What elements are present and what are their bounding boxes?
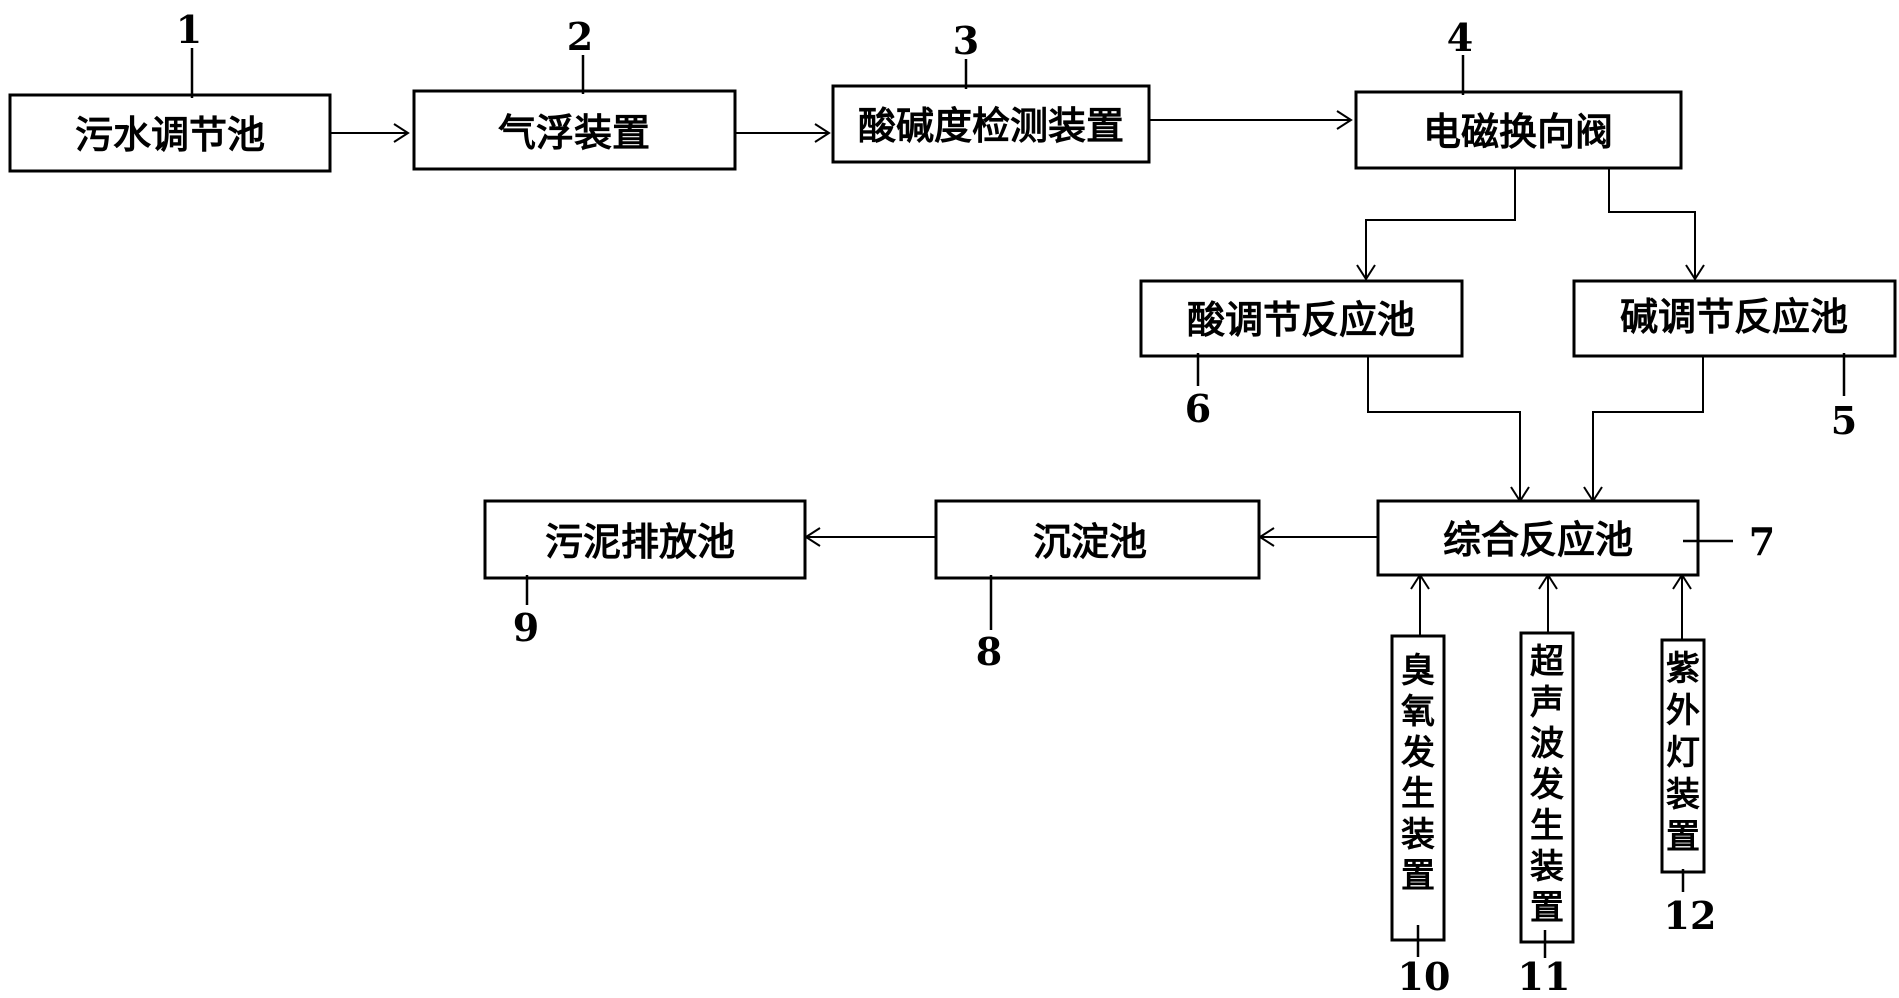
edge-n6-n7 [1367,356,1530,503]
edge-n12-n7 [1672,573,1692,640]
label-glyph: 声 [1530,683,1564,723]
node-label: 臭氧发生装置 [1401,651,1435,896]
ref-number-9: 9 [513,605,539,650]
edge-n3-n4 [1149,110,1353,130]
leader-lines [190,48,1846,958]
edge-n1-n2 [330,123,410,143]
node-n2: 气浮装置 [412,89,737,171]
label-glyph: 超 [1530,642,1565,682]
edge-n2-n3 [735,123,831,143]
edge-n7-n8 [1258,527,1377,547]
ref-number-12: 12 [1664,893,1717,938]
node-label: 污水调节池 [75,113,265,157]
ref-number-5: 5 [1831,398,1857,443]
ref-number-8: 8 [976,629,1002,674]
node-n12: 紫外灯装置 [1660,638,1706,874]
ref-number-3: 3 [953,18,979,63]
node-label: 污泥排放池 [545,520,735,564]
label-glyph: 置 [1530,888,1564,928]
edge-n4-n6 [1356,168,1516,281]
edge-n5-n7 [1583,356,1704,503]
label-glyph: 装 [1401,815,1435,855]
label-glyph: 装 [1666,775,1700,815]
node-n1: 污水调节池 [8,93,332,173]
node-label: 沉淀池 [1033,520,1147,564]
label-glyph: 发 [1530,765,1564,805]
node-label: 紫外灯装置 [1666,649,1700,857]
ref-number-2: 2 [567,14,593,59]
reference-numbers: 1 2 3 4 5 6 7 8 9 10 11 12 [176,7,1857,998]
label-glyph: 置 [1401,856,1435,896]
node-n6: 酸调节反应池 [1139,279,1464,358]
node-label: 综合反应池 [1443,518,1633,562]
ref-number-7: 7 [1749,519,1775,564]
ref-number-10: 10 [1398,954,1451,998]
node-label: 酸调节反应池 [1187,298,1415,342]
node-n9: 污泥排放池 [483,499,807,580]
label-glyph: 紫 [1666,649,1700,689]
node-n5: 碱调节反应池 [1572,279,1897,358]
node-label: 碱调节反应池 [1620,295,1848,339]
label-glyph: 发 [1401,733,1435,773]
label-glyph: 臭 [1401,651,1435,691]
node-n7: 综合反应池 [1376,499,1700,577]
label-glyph: 氧 [1401,692,1435,732]
label-glyph: 生 [1401,774,1435,814]
ref-number-6: 6 [1185,386,1211,431]
ref-number-1: 1 [176,7,202,52]
ref-number-11: 11 [1518,954,1571,998]
label-glyph: 置 [1666,817,1700,857]
label-glyph: 生 [1530,806,1564,846]
node-n10: 臭氧发生装置 [1390,634,1446,942]
node-n4: 电磁换向阀 [1354,90,1683,170]
node-label: 超声波发生装置 [1530,642,1565,928]
node-label: 电磁换向阀 [1423,110,1613,154]
edge-n11-n7 [1538,573,1558,633]
node-n11: 超声波发生装置 [1519,631,1575,944]
node-label: 酸碱度检测装置 [858,104,1124,148]
node-n8: 沉淀池 [934,499,1261,580]
connectors [330,110,1705,640]
edge-n8-n9 [804,527,935,547]
edge-n4-n5 [1608,168,1705,281]
node-label: 气浮装置 [498,111,650,155]
edge-n10-n7 [1410,573,1430,636]
label-glyph: 外 [1666,691,1700,731]
label-glyph: 波 [1530,724,1564,764]
label-glyph: 装 [1530,847,1564,887]
node-n3: 酸碱度检测装置 [831,84,1151,164]
ref-number-4: 4 [1447,15,1473,60]
label-glyph: 灯 [1666,733,1700,773]
